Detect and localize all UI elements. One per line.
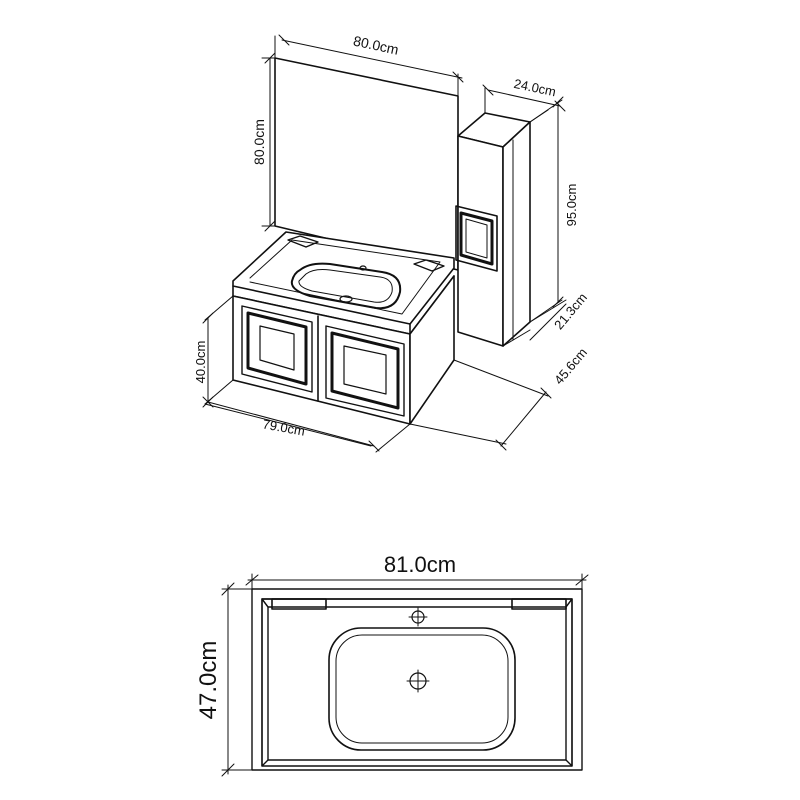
cabinet-width-label: 24.0cm — [513, 76, 558, 100]
countertop-plan — [251, 588, 583, 771]
top-depth-label: 47.0cm — [195, 641, 222, 720]
vanity-width-label: 79.0cm — [261, 416, 306, 438]
cabinet-depth-label: 21.3cm — [551, 290, 590, 332]
vanity-right-door — [325, 325, 405, 417]
mirror-width-label: 80.0cm — [352, 33, 400, 58]
isometric-view: 80.0cm 80.0cm 24.0cm 95.0cm 21.3cm 45.6c… — [193, 33, 590, 453]
top-view: 81.0cm 47.0cm — [195, 552, 589, 777]
vanity-depth-label: 45.6cm — [551, 345, 590, 387]
top-width-label: 81.0cm — [384, 552, 456, 577]
vanity-height-label: 40.0cm — [193, 341, 208, 384]
tap-hole-icon — [408, 607, 428, 627]
cabinet-height-label: 95.0cm — [564, 184, 579, 227]
cabinet-door-panel — [455, 205, 498, 272]
basin-plan — [328, 607, 516, 751]
dimension-lines-bottom — [221, 573, 589, 777]
dimension-labels-bottom: 81.0cm 47.0cm — [195, 552, 456, 719]
tall-cabinet — [455, 112, 531, 347]
vanity-left-door — [241, 305, 313, 393]
mirror-height-label: 80.0cm — [251, 119, 267, 165]
drain-icon — [406, 669, 430, 693]
vanity-unit — [232, 231, 455, 425]
basin — [290, 262, 402, 310]
dimension-lines-top — [202, 34, 567, 453]
